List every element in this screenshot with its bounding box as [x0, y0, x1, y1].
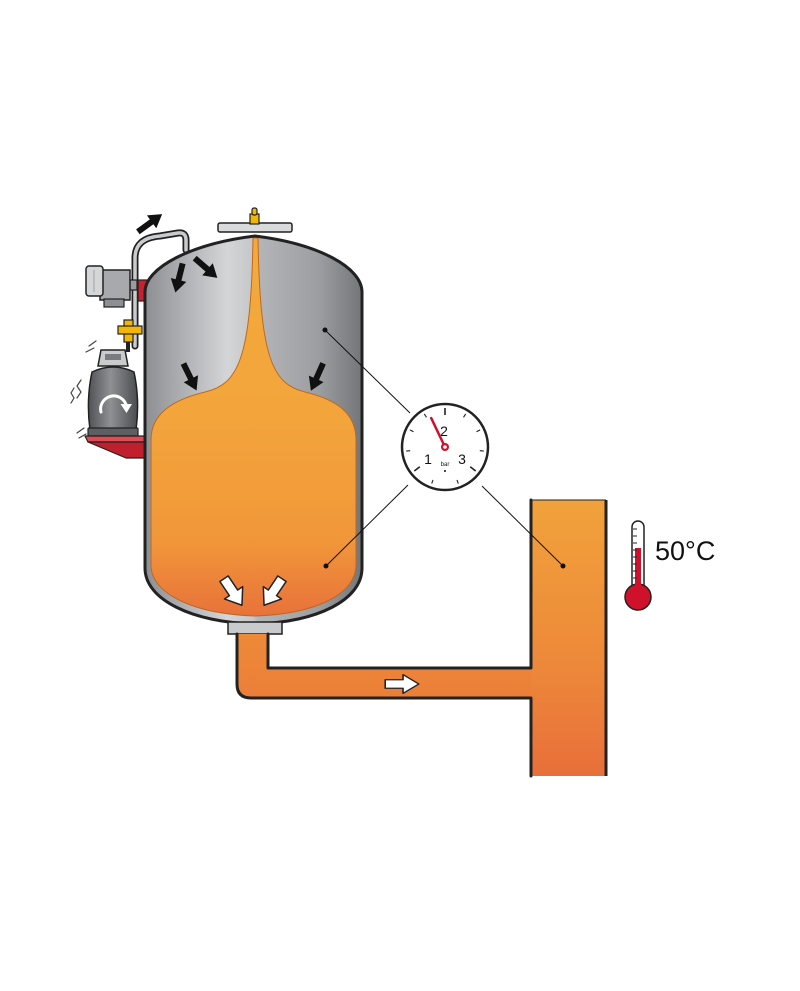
water-outflow-arrow-icon — [219, 575, 244, 607]
gauge-tick — [431, 479, 434, 484]
thermometer-ticks — [633, 528, 637, 579]
pipe-inner-wall — [266, 498, 533, 670]
gauge-tick — [476, 429, 481, 433]
leader-line-water — [325, 484, 409, 567]
tank-outline — [143, 234, 364, 626]
air-pressure-arrow-icon — [170, 262, 187, 293]
air-pressure-arrow-icon — [180, 362, 199, 391]
gauge-tick — [469, 466, 477, 472]
gauge-tick — [413, 466, 421, 472]
gauge-tick — [463, 413, 467, 418]
riser-column — [531, 500, 606, 776]
compressor-motor — [87, 349, 139, 437]
gauge-label-3: 3 — [458, 451, 466, 467]
rotation-arrow-icon — [99, 394, 132, 414]
temperature-reading: 50°C — [655, 536, 715, 566]
gauge-label-2: 2 — [440, 423, 448, 439]
gauge-unit: bar — [441, 462, 450, 468]
gauge-needle-pivot-center — [443, 445, 447, 449]
gauge-needle — [429, 416, 447, 449]
gauge-tick — [456, 479, 459, 484]
air-inlet-arrow-icon — [136, 214, 163, 235]
thermometer: 50°C — [624, 520, 715, 611]
leader-dot-riser — [560, 563, 566, 569]
pipe-fill — [237, 634, 532, 698]
thermometer-mercury — [635, 548, 641, 593]
compressor-air-pipe-inner — [133, 231, 188, 348]
vibration-marks — [70, 340, 97, 439]
water-flow-arrow-icon — [384, 674, 420, 694]
leader-dot-air — [322, 327, 328, 333]
leader-dot-water — [323, 563, 329, 569]
gauge-leader-lines — [322, 327, 566, 569]
expansion-tank — [143, 207, 364, 635]
tank-water-bladder — [150, 237, 357, 617]
gauge-tick — [409, 429, 414, 433]
pipe-outer-wall — [235, 632, 533, 778]
compressor-platform — [84, 435, 147, 459]
gauge-unit-dot — [444, 470, 446, 472]
leader-line-air — [324, 329, 411, 414]
air-pressure-arrow-icon — [192, 255, 218, 278]
gauge-tick — [423, 413, 427, 418]
water-pipe — [235, 498, 608, 778]
water-outflow-arrow-icon — [262, 575, 287, 607]
compressor-assembly — [70, 214, 190, 459]
tank-air-valve — [249, 207, 260, 225]
thermometer-neck — [635, 583, 641, 589]
air-pressure-arrow-icon — [308, 362, 326, 391]
gauge-label-1: 1 — [424, 451, 432, 467]
gauge-ticks — [406, 408, 484, 484]
tank-outlet-flange — [227, 621, 283, 635]
pressure-switch — [85, 265, 138, 308]
pressure-gauge: 1 2 3 bar — [400, 402, 490, 492]
leader-line-riser — [481, 485, 564, 567]
